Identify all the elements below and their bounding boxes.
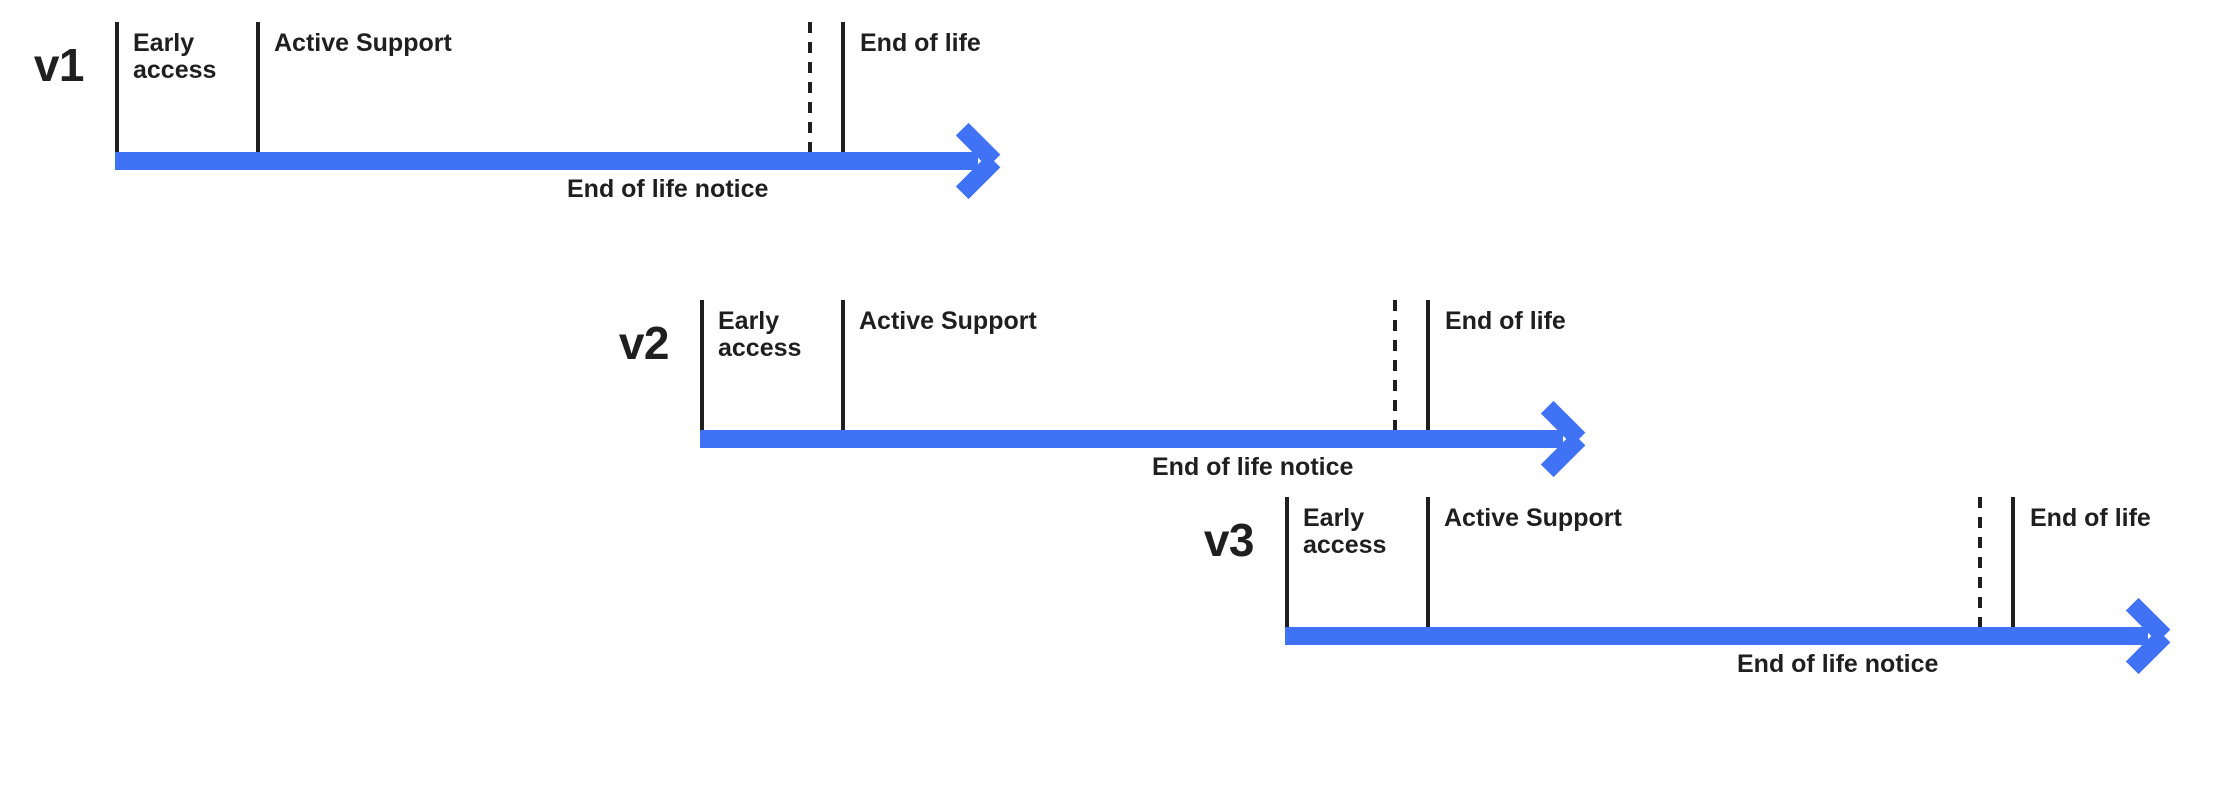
tick-active-support-start-v2 [841,300,845,430]
phase-label-early-access-v2: Early access [718,307,802,362]
version-label-v2: v2 [618,317,670,369]
timeline-bar-v1 [115,152,978,170]
bar-caption-end-of-life-notice-v3: End of life notice [1737,650,1939,678]
phase-label-active-support-v1: Active Support [274,29,452,57]
timeline-bar-v3 [1285,627,2148,645]
phase-label-early-access-v3: Early access [1303,504,1387,559]
tick-end-of-life-start-v2 [1426,300,1430,430]
bar-caption-end-of-life-notice-v1: End of life notice [567,175,769,203]
timeline-arrow-icon-v1 [955,122,1026,200]
tick-end-of-life-notice-v3 [1978,497,1982,627]
lifecycle-row-v3: v3 Early access Active Support End of li… [1170,475,2228,735]
phase-label-end-of-life-v2: End of life [1445,307,1566,335]
tick-end-of-life-start-v1 [841,22,845,152]
bar-caption-end-of-life-notice-v2: End of life notice [1152,453,1354,481]
tick-early-access-start-v3 [1285,497,1289,627]
lifecycle-row-v1: v1 Early access Active Support End of li… [0,0,2228,260]
phase-label-end-of-life-v3: End of life [2030,504,2151,532]
lifecycle-row-v2: v2 Early access Active Support End of li… [585,278,2228,538]
phase-label-active-support-v2: Active Support [859,307,1037,335]
timeline-arrow-icon-v2 [1540,400,1611,478]
tick-end-of-life-notice-v2 [1393,300,1397,430]
version-label-v1: v1 [33,39,85,91]
tick-early-access-start-v2 [700,300,704,430]
version-label-v3: v3 [1203,514,1255,566]
tick-end-of-life-start-v3 [2011,497,2015,627]
tick-early-access-start-v1 [115,22,119,152]
tick-active-support-start-v1 [256,22,260,152]
phase-label-early-access-v1: Early access [133,29,217,84]
timeline-bar-v2 [700,430,1563,448]
phase-label-end-of-life-v1: End of life [860,29,981,57]
timeline-arrow-icon-v3 [2125,597,2196,675]
tick-active-support-start-v3 [1426,497,1430,627]
phase-label-active-support-v3: Active Support [1444,504,1622,532]
tick-end-of-life-notice-v1 [808,22,812,152]
